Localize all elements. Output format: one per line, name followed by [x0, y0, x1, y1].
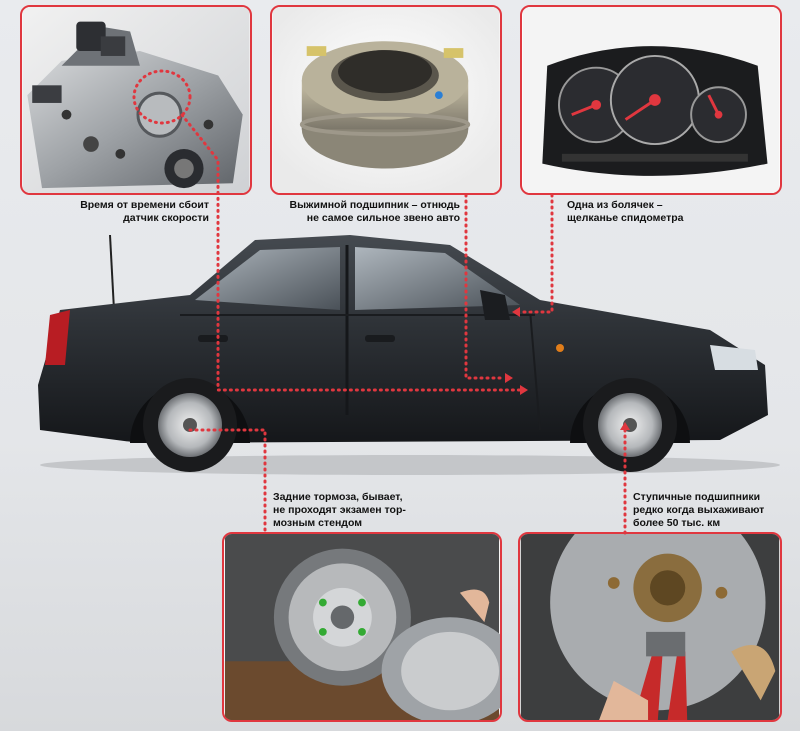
gearbox-photo-panel	[20, 5, 252, 195]
caption-speed-sensor: Время от времени сбоит датчик скорости	[80, 199, 209, 224]
speedometer-photo-panel	[520, 5, 782, 195]
caption-speedometer: Одна из болячек – щелканье спидометра	[567, 199, 684, 224]
rear-wheel	[143, 378, 237, 472]
caption-rear-brakes: Задние тормоза, бывает, не проходят экза…	[273, 491, 406, 529]
rear-brakes-photo	[224, 534, 500, 720]
headlight	[710, 345, 758, 370]
speedometer-photo	[522, 7, 780, 193]
hub-bearing-photo	[520, 534, 780, 720]
rear-brakes-photo-panel	[222, 532, 502, 722]
tail-light	[45, 310, 70, 365]
front-wheel	[583, 378, 677, 472]
caption-hub-bearings: Ступичные подшипники редко когда выхажив…	[633, 491, 765, 529]
release-bearing-photo	[272, 7, 500, 193]
hub-bearing-photo-panel	[518, 532, 782, 722]
caption-release-bearing: Выжимной подшипник – отнюдь не самое сил…	[289, 199, 461, 224]
release-bearing-photo-panel	[270, 5, 502, 195]
antenna	[109, 234, 115, 311]
gearbox-photo	[22, 7, 250, 193]
car-illustration	[38, 234, 780, 475]
